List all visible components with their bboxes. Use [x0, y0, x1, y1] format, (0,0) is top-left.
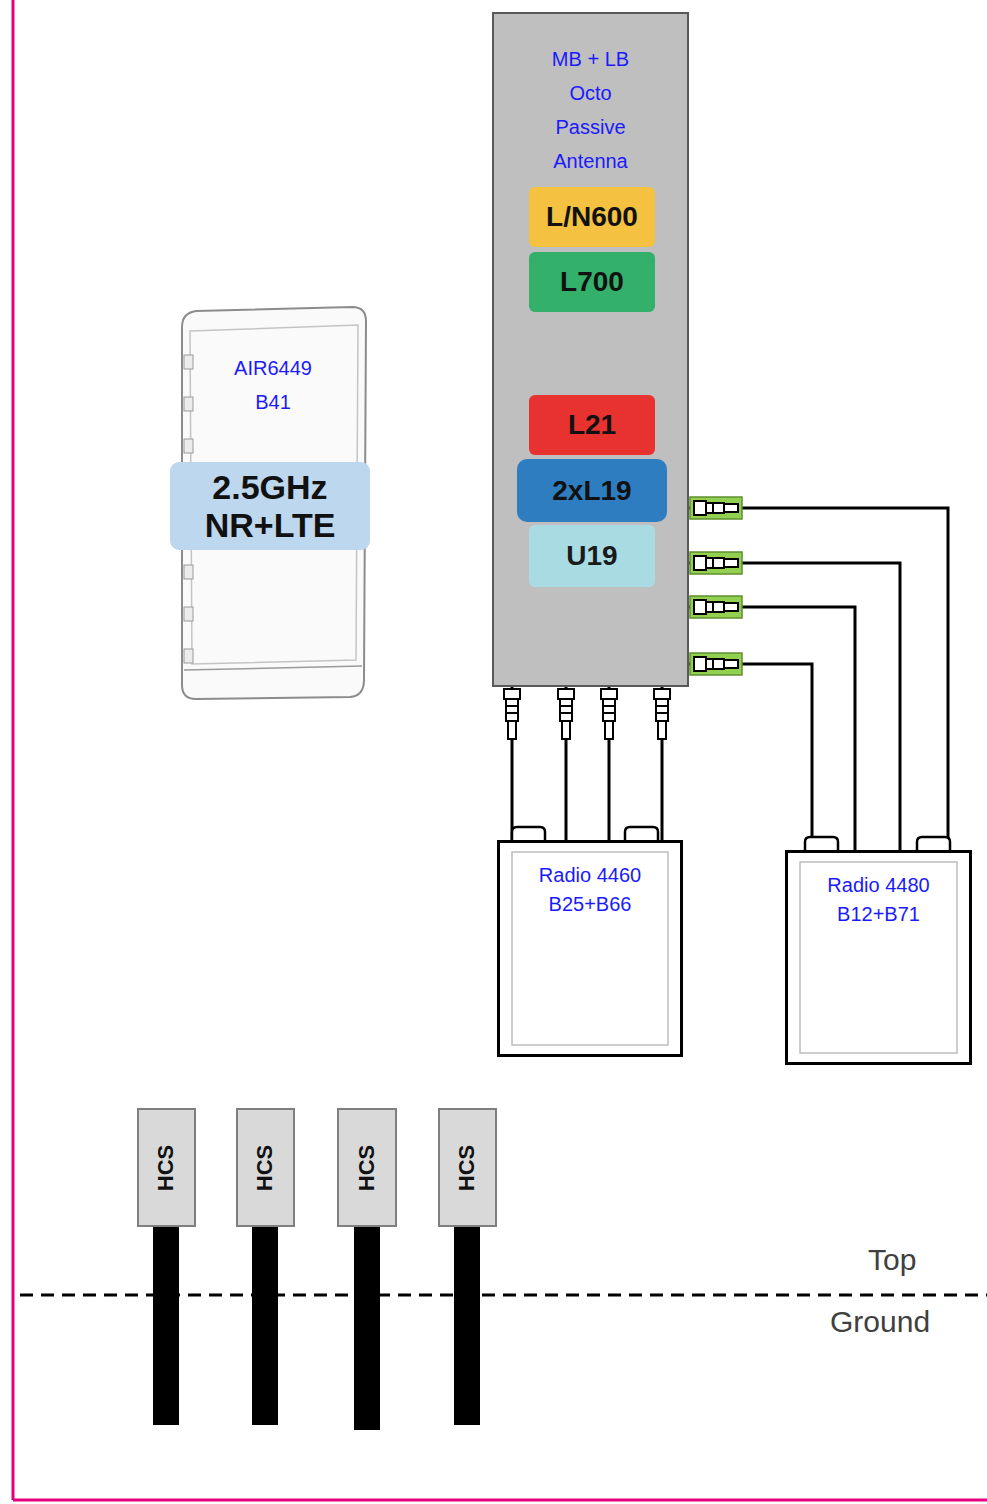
band-name: U19 — [566, 540, 617, 572]
cable — [252, 1227, 278, 1425]
hybrid-cable-splitter: HCS — [137, 1108, 196, 1227]
cable — [454, 1227, 480, 1425]
radio-unit: Radio 4480 B12+B71 — [785, 850, 972, 1065]
passive-antenna: MB + LB Octo Passive AntennaL/N600L700L2… — [492, 12, 689, 687]
cable — [354, 1227, 380, 1430]
feeder-cable — [689, 508, 948, 850]
level-label: Ground — [830, 1305, 930, 1340]
unit-label: HCS — [455, 1144, 479, 1190]
port-connector — [690, 497, 742, 519]
feeder-cable — [689, 664, 812, 850]
unit-name: MB + LB Octo Passive Antenna — [536, 42, 646, 178]
band-name: L21 — [568, 409, 616, 441]
hybrid-cable-splitter: HCS — [438, 1108, 497, 1227]
unit-label: HCS — [355, 1144, 379, 1190]
band-label: L700 — [529, 252, 655, 312]
unit-label: HCS — [253, 1144, 277, 1190]
port-connector — [690, 596, 742, 618]
unit-label: HCS — [154, 1144, 178, 1190]
band-name: 2xL19 — [552, 475, 631, 507]
band-label: 2.5GHz NR+LTE — [170, 462, 370, 550]
feeder-cable — [689, 607, 855, 850]
band-label: 2xL19 — [517, 459, 667, 522]
band-label: U19 — [529, 525, 655, 587]
unit-name: Radio 4460 B25+B66 — [515, 861, 665, 919]
port-connector — [690, 653, 742, 675]
feeder-cable — [689, 563, 900, 850]
port-connector — [558, 689, 574, 739]
band-name: L700 — [560, 266, 624, 298]
ground-level-line — [20, 1294, 987, 1297]
unit-name: AIR6449 B41 — [223, 351, 323, 419]
hybrid-cable-splitter: HCS — [337, 1108, 397, 1227]
hybrid-cable-splitter: HCS — [236, 1108, 295, 1227]
band-name: L/N600 — [546, 201, 638, 233]
band-label: L21 — [529, 395, 655, 455]
level-label: Top — [868, 1243, 916, 1278]
unit-name: Radio 4480 B12+B71 — [804, 871, 954, 929]
frame-border — [13, 1499, 987, 1502]
frame-border — [12, 0, 15, 1500]
bottom-port-connectors — [504, 689, 670, 739]
port-connector — [601, 689, 617, 739]
hcs-cables — [153, 1227, 480, 1430]
port-connector — [654, 689, 670, 739]
port-connector — [690, 552, 742, 574]
band-name: 2.5GHz NR+LTE — [185, 468, 355, 544]
active-antenna: AIR6449 B41 2.5GHz NR+LTE — [178, 305, 368, 700]
port-connector — [504, 689, 520, 739]
cable — [153, 1227, 179, 1425]
side-port-connectors — [690, 497, 742, 675]
radio-unit: Radio 4460 B25+B66 — [497, 840, 683, 1057]
band-label: L/N600 — [529, 187, 655, 247]
